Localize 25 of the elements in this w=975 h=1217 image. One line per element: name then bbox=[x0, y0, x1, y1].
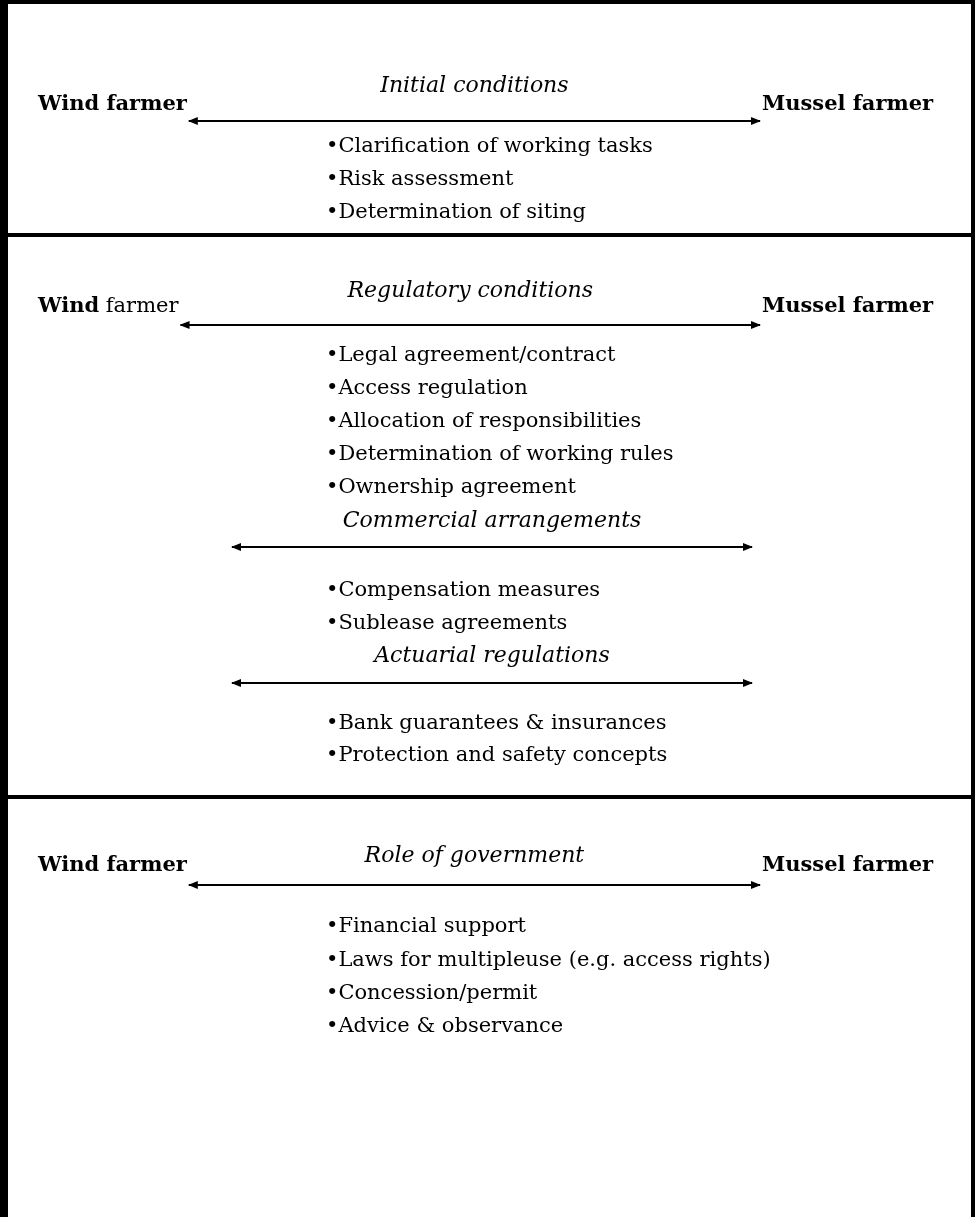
bullet-item: •Clarification of working tasks bbox=[326, 132, 653, 158]
bullet-item: •Advice & observance bbox=[326, 1012, 564, 1038]
bullet-item: •Legal agreement/contract bbox=[326, 341, 616, 367]
bullet-item: •Laws for multipleuse (e.g. access rights) bbox=[326, 946, 771, 972]
party-label: Mussel farmer bbox=[760, 90, 936, 130]
party-label: Mussel farmer bbox=[760, 292, 936, 332]
bullet-item: •Access regulation bbox=[326, 374, 528, 400]
bullet-item: •Ownership agreement bbox=[326, 473, 576, 499]
double-arrow bbox=[187, 117, 761, 125]
double-arrow bbox=[187, 881, 761, 889]
bullet-item: •Sublease agreements bbox=[326, 609, 568, 635]
party-label: Wind farmer bbox=[36, 90, 189, 130]
bullet-item: •Financial support bbox=[326, 912, 526, 938]
bullet-item: •Risk assessment bbox=[326, 165, 514, 191]
bullet-item: •Allocation of responsibilities bbox=[326, 407, 642, 433]
bullet-item: •Concession/permit bbox=[326, 979, 538, 1005]
double-arrow bbox=[179, 321, 761, 329]
party-label: Wind farmer bbox=[36, 851, 189, 891]
party-label: Mussel farmer bbox=[760, 851, 936, 891]
party-label: Wind farmer bbox=[36, 292, 181, 332]
bullet-item: •Determination of siting bbox=[326, 198, 586, 224]
bullet-item: •Bank guarantees & insurances bbox=[326, 709, 667, 735]
bullet-item: •Determination of working rules bbox=[326, 440, 674, 466]
bullet-item: •Compensation measures bbox=[326, 576, 601, 602]
bullet-item: •Protection and safety concepts bbox=[326, 741, 668, 767]
